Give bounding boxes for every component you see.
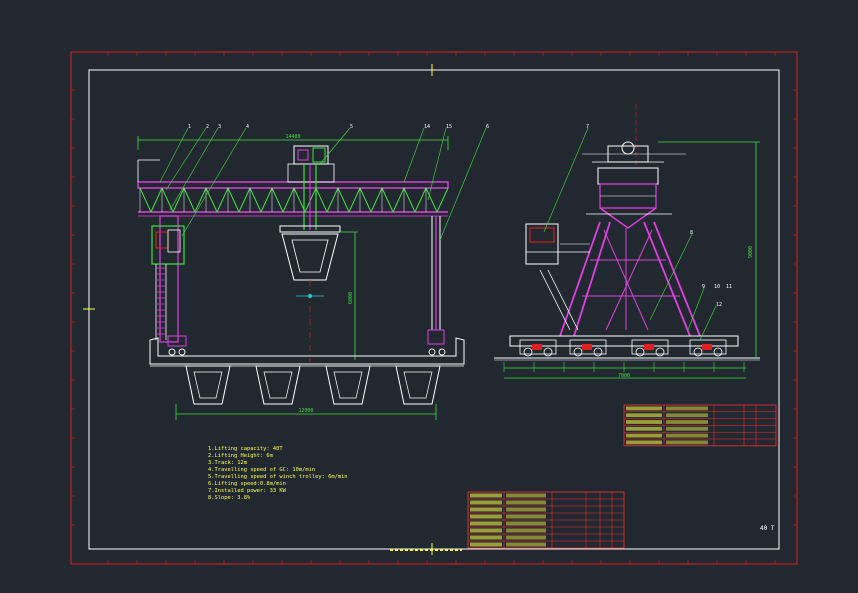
side-wheels <box>519 339 727 357</box>
front-balloon-3: 3 <box>218 124 221 130</box>
note-3: 3.Track: 12m <box>208 460 247 466</box>
parts-table-right <box>623 404 777 447</box>
note-8: 8.Slope: 3.8% <box>208 495 251 501</box>
front-balloon-15: 15 <box>446 124 452 130</box>
note-1: 1.Lifting capacity: 40T <box>208 446 283 452</box>
front-span-dim: 12000 <box>298 408 313 414</box>
front-balloon-14: 14 <box>424 124 430 130</box>
a-frame-legs <box>559 221 701 337</box>
front-balloon-5: 5 <box>350 124 353 130</box>
front-truss <box>139 187 449 213</box>
note-7: 7.Installed power: 33 KW <box>208 488 287 494</box>
bridge-deck <box>149 337 465 365</box>
note-2: 2.Lifting Height: 6m <box>208 453 273 459</box>
front-balloon-4: 4 <box>246 124 249 130</box>
border-ticks <box>71 52 797 564</box>
front-balloon-6: 6 <box>486 124 489 130</box>
side-balloon-10: 10 <box>714 284 720 290</box>
side-balloon-9: 9 <box>702 284 705 290</box>
side-view: 7000 9000 7 8 9 10 11 12 <box>494 104 760 379</box>
side-operator-cab <box>525 223 559 265</box>
outer-frame <box>70 51 798 565</box>
side-height-dim: 9000 <box>748 246 754 258</box>
side-balloon-12: 12 <box>716 302 722 308</box>
parts-table-bottom <box>467 491 625 549</box>
side-balloon-11: 11 <box>726 284 732 290</box>
side-dim-ticks <box>503 362 745 372</box>
note-4: 4.Travelling speed of GC: 10m/min <box>208 467 315 473</box>
front-top-dim: 14400 <box>285 134 300 140</box>
side-balloon-7: 7 <box>586 124 589 130</box>
title-mark: 40 T <box>760 525 775 532</box>
front-height-dim: 6000 <box>348 292 354 304</box>
front-balloon-2: 2 <box>206 124 209 130</box>
note-5: 5.Travelling speed of winch trolley: 6m/… <box>208 474 348 480</box>
technical-notes: 1.Lifting capacity: 40T 2.Lifting Height… <box>208 446 348 501</box>
front-balloon-1: 1 <box>188 124 191 130</box>
ladder <box>155 264 167 340</box>
winch-trolley <box>293 145 329 165</box>
side-base-dim: 7000 <box>618 373 630 379</box>
note-6: 6.Lifting speed:0.8m/min <box>208 481 286 487</box>
box-girders <box>185 365 441 405</box>
operator-cab <box>151 225 185 265</box>
side-balloon-8: 8 <box>690 230 693 236</box>
front-view: 14400 6000 <box>137 124 489 420</box>
hanging-girder-segment <box>281 233 339 281</box>
